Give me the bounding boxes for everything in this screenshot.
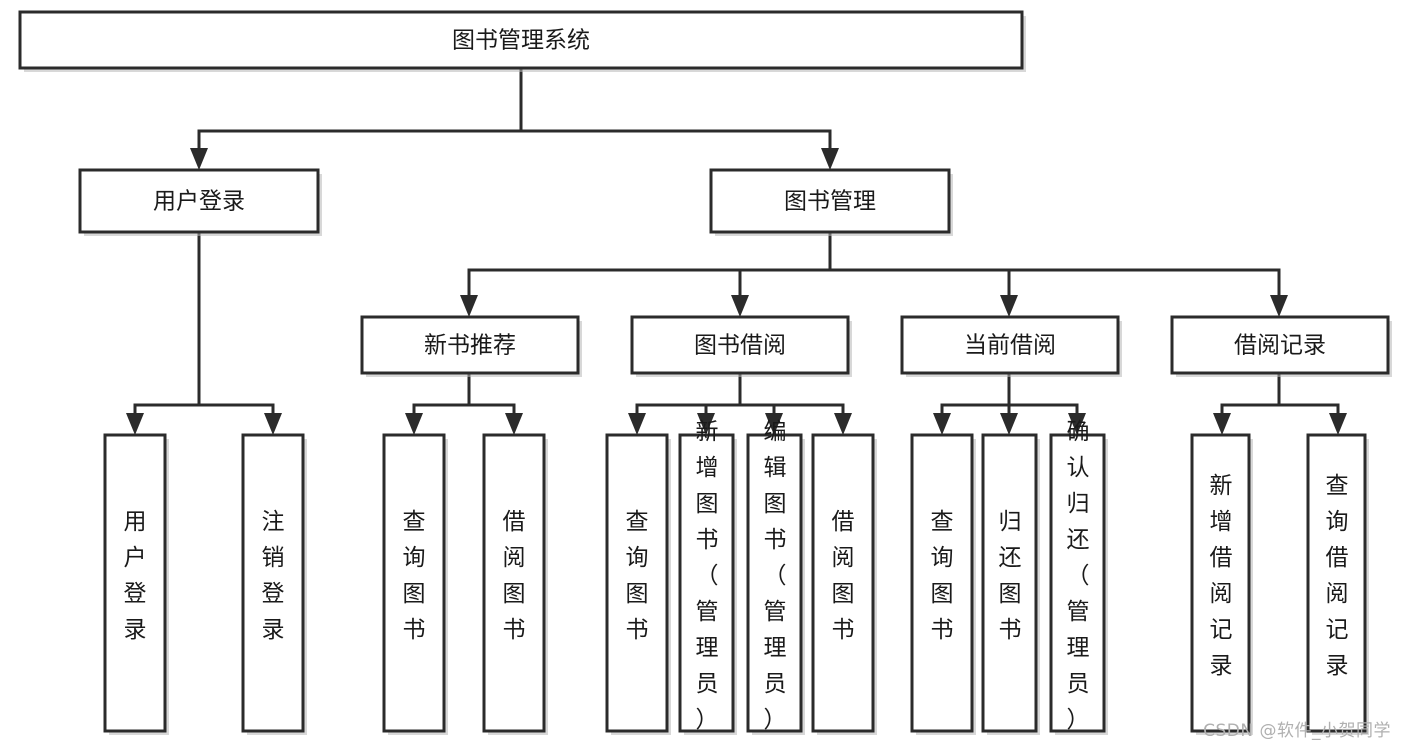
user-login-box[interactable] <box>78 168 320 234</box>
leaf-edit-book-box[interactable] <box>746 433 803 733</box>
root-box[interactable] <box>18 10 1024 70</box>
arrow-new-book-recommend <box>460 295 478 317</box>
node-leaf-borrow-book-1[interactable]: 借阅图书 <box>482 433 548 735</box>
leaf-user-login-label: 用户登录 <box>124 509 147 643</box>
leaf-logout-login-label: 注销登录 <box>262 509 285 643</box>
leaf-query-book-3-box[interactable] <box>910 433 974 733</box>
leaf-user-login-box[interactable] <box>103 433 167 733</box>
node-leaf-logout-login[interactable]: 注销登录 <box>241 433 307 735</box>
arrow-leaf-user-login <box>126 413 144 435</box>
node-leaf-add-book[interactable]: 新增图书（管理员） <box>678 419 737 735</box>
arrow-leaf-add-record <box>1213 413 1231 435</box>
book-management-label: 图书管理 <box>784 189 876 215</box>
leaf-add-record-box[interactable] <box>1190 433 1251 733</box>
leaf-query-book-2-box[interactable] <box>605 433 669 733</box>
arrow-book-management <box>821 148 839 170</box>
arrow-leaf-add-book <box>697 413 715 435</box>
book-borrow-box[interactable] <box>630 315 850 375</box>
arrow-current-borrow <box>1000 295 1018 317</box>
node-new-book-recommend[interactable]: 新书推荐 <box>360 315 582 377</box>
leaf-add-book-box[interactable] <box>678 433 735 733</box>
new-book-recommend-box[interactable] <box>360 315 580 375</box>
arrow-user-login <box>190 148 208 170</box>
leaf-add-record-label: 新增借阅记录 <box>1210 473 1233 679</box>
node-leaf-query-book-3[interactable]: 查询图书 <box>910 433 976 735</box>
leaf-borrow-book-1-label: 借阅图书 <box>503 509 526 643</box>
node-root[interactable]: 图书管理系统 <box>18 10 1026 72</box>
node-leaf-edit-book[interactable]: 编辑图书（管理员） <box>746 419 805 735</box>
leaf-return-book-box[interactable] <box>981 433 1038 733</box>
leaf-query-book-2-label: 查询图书 <box>626 509 649 643</box>
leaf-borrow-book-2-label: 借阅图书 <box>832 509 855 643</box>
leaf-borrow-book-1-box[interactable] <box>482 433 546 733</box>
leaf-query-record-box[interactable] <box>1306 433 1367 733</box>
arrow-leaf-confirm-return <box>1068 413 1086 435</box>
arrow-leaf-logout-login <box>264 413 282 435</box>
connector-layer <box>126 66 1347 435</box>
root-label: 图书管理系统 <box>452 28 590 54</box>
leaf-add-book-label: 新增图书（管理员） <box>696 419 719 733</box>
node-book-borrow[interactable]: 图书借阅 <box>630 315 852 377</box>
node-leaf-return-book[interactable]: 归还图书 <box>981 433 1040 735</box>
arrow-leaf-query-book-3 <box>933 413 951 435</box>
book-management-box[interactable] <box>709 168 951 234</box>
node-current-borrow[interactable]: 当前借阅 <box>900 315 1122 377</box>
book-borrow-label: 图书借阅 <box>694 333 786 359</box>
node-leaf-query-book-1[interactable]: 查询图书 <box>382 433 448 735</box>
leaf-query-record-label: 查询借阅记录 <box>1326 473 1349 679</box>
arrow-book-borrow <box>731 295 749 317</box>
arrow-leaf-borrow-book-1 <box>505 413 523 435</box>
node-leaf-query-book-2[interactable]: 查询图书 <box>605 433 671 735</box>
node-leaf-user-login[interactable]: 用户登录 <box>103 433 169 735</box>
arrow-leaf-query-record <box>1329 413 1347 435</box>
node-leaf-query-record[interactable]: 查询借阅记录 <box>1306 433 1369 735</box>
arrow-leaf-edit-book <box>765 413 783 435</box>
node-leaf-confirm-return[interactable]: 确认归还（管理员） <box>1049 419 1108 735</box>
new-book-recommend-label: 新书推荐 <box>424 333 516 359</box>
arrow-leaf-return-book <box>1000 413 1018 435</box>
current-borrow-box[interactable] <box>900 315 1120 375</box>
arrow-leaf-query-book-1 <box>405 413 423 435</box>
leaf-confirm-return-label: 确认归还（管理员） <box>1067 419 1090 733</box>
leaf-query-book-3-label: 查询图书 <box>931 509 954 643</box>
leaf-query-book-1-box[interactable] <box>382 433 446 733</box>
arrow-leaf-borrow-book-2 <box>834 413 852 435</box>
leaf-logout-login-box[interactable] <box>241 433 305 733</box>
leaf-query-book-1-label: 查询图书 <box>403 509 426 643</box>
node-leaf-add-record[interactable]: 新增借阅记录 <box>1190 433 1253 735</box>
arrow-leaf-query-book-2 <box>628 413 646 435</box>
node-borrow-record[interactable]: 借阅记录 <box>1170 315 1392 377</box>
current-borrow-label: 当前借阅 <box>964 333 1056 359</box>
leaf-confirm-return-box[interactable] <box>1049 433 1106 733</box>
leaf-nodes-layer: 用户登录 注销登录 查询图书 借阅图书 查询图书 新增图书（管理员） <box>103 419 1369 735</box>
node-leaf-borrow-book-2[interactable]: 借阅图书 <box>811 433 877 735</box>
leaf-return-book-label: 归还图书 <box>999 509 1022 643</box>
leaf-borrow-book-2-box[interactable] <box>811 433 875 733</box>
user-login-label: 用户登录 <box>153 189 245 215</box>
node-user-login[interactable]: 用户登录 <box>78 168 322 236</box>
borrow-record-label: 借阅记录 <box>1234 333 1326 359</box>
node-book-management[interactable]: 图书管理 <box>709 168 953 236</box>
borrow-record-box[interactable] <box>1170 315 1390 375</box>
leaf-edit-book-label: 编辑图书（管理员） <box>764 419 787 733</box>
arrow-borrow-record <box>1270 295 1288 317</box>
